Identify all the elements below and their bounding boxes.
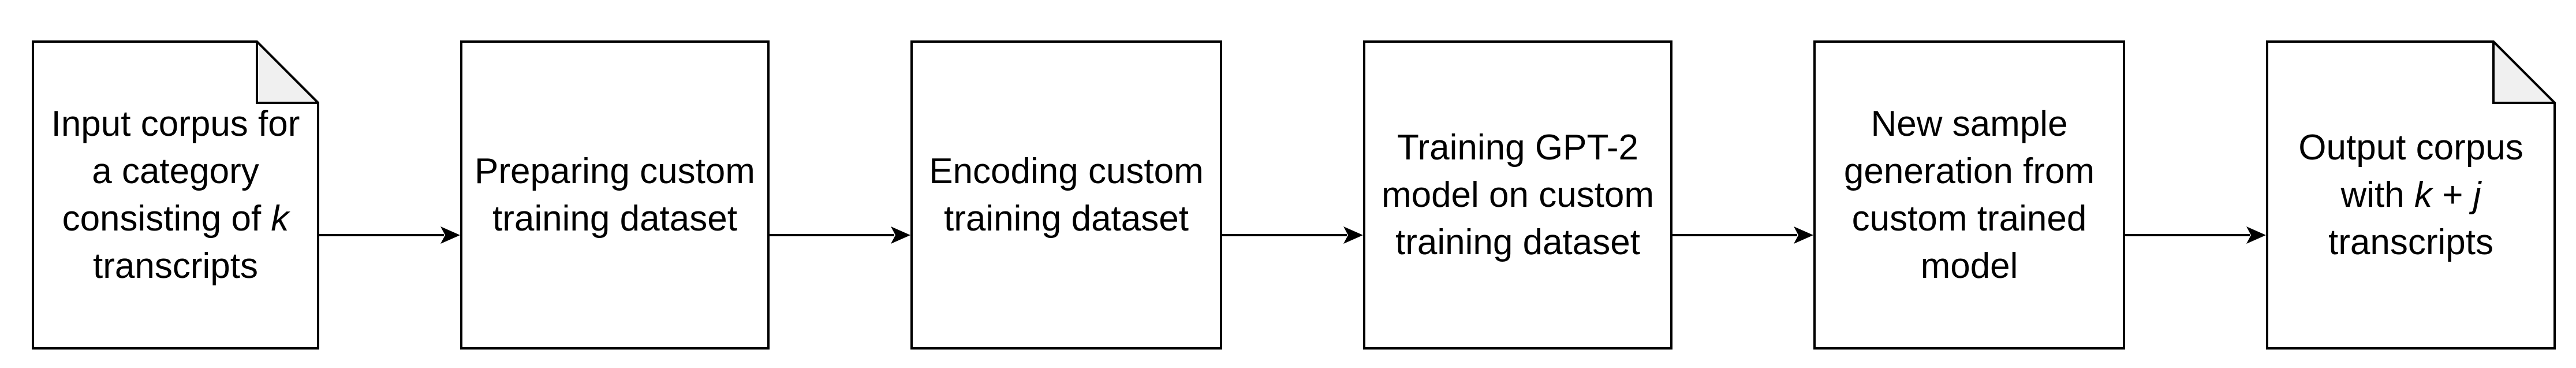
label-line: Input corpus for [35, 101, 316, 148]
label-text: Training GPT-2 [1397, 127, 1639, 168]
document-shape-icon [2266, 40, 2556, 350]
node-input-corpus-label: Input corpus for a category consisting o… [32, 101, 319, 290]
label-line: generation from [1819, 148, 2119, 195]
label-line: Training GPT-2 [1369, 124, 1667, 172]
arrow-encoding-to-training [1222, 222, 1363, 248]
label-line: a category [35, 148, 316, 195]
label-line: transcripts [35, 243, 316, 290]
node-output-corpus-label: Output corpus with k + j transcripts [2266, 124, 2556, 266]
node-output-corpus: Output corpus with k + j transcripts [2266, 40, 2556, 350]
label-text: Encoding custom [929, 151, 1204, 191]
label-line: Encoding custom [916, 148, 1216, 195]
arrow-icon [2125, 226, 2266, 244]
label-line: custom trained [1819, 195, 2119, 243]
label-line: consisting of k [35, 195, 316, 243]
label-text: model on custom [1381, 174, 1655, 215]
label-text: Input corpus for [51, 103, 300, 144]
node-sample-generation: New sample generation from custom traine… [1813, 40, 2125, 350]
label-line: Preparing custom [466, 148, 764, 195]
label-line: training dataset [466, 195, 764, 243]
node-sample-generation-label: New sample generation from custom traine… [1816, 101, 2123, 290]
label-text: Output corpus [2298, 127, 2523, 168]
label-line: training dataset [916, 195, 1216, 243]
arrow-icon [770, 226, 910, 244]
node-training-gpt2: Training GPT-2 model on custom training … [1363, 40, 1672, 350]
label-text: custom trained [1851, 198, 2087, 239]
label-line: model [1819, 243, 2119, 290]
label-line: with k + j [2269, 172, 2552, 219]
node-input-corpus: Input corpus for a category consisting o… [32, 40, 319, 350]
arrow-icon [319, 226, 460, 244]
label-line: New sample [1819, 101, 2119, 148]
arrow-icon [1222, 226, 1363, 244]
node-encoding-dataset: Encoding custom training dataset [910, 40, 1222, 350]
document-shape-icon [32, 40, 319, 350]
folded-corner-icon [256, 40, 319, 104]
label-text: a category [92, 151, 259, 191]
label-text: transcripts [93, 246, 258, 286]
label-var: k [2414, 174, 2433, 215]
node-encoding-dataset-label: Encoding custom training dataset [913, 148, 1220, 243]
label-text: transcripts [2328, 222, 2493, 262]
folded-corner-icon [2492, 40, 2556, 104]
label-text: training dataset [944, 198, 1189, 239]
label-text: with [2340, 174, 2415, 215]
arrow-training-to-generation [1672, 222, 1813, 248]
label-text: New sample [1871, 103, 2068, 144]
label-text: training dataset [492, 198, 737, 239]
label-text: Preparing custom [475, 151, 755, 191]
label-text: consisting of [62, 198, 271, 239]
label-var: j [2473, 174, 2481, 215]
arrow-input-to-preparing [319, 222, 460, 248]
label-line: Output corpus [2269, 124, 2552, 172]
label-text: + [2432, 174, 2473, 215]
label-var: k [271, 198, 289, 239]
label-text: training dataset [1395, 222, 1640, 262]
arrow-generation-to-output [2125, 222, 2266, 248]
arrow-icon [1672, 226, 1813, 244]
node-preparing-dataset: Preparing custom training dataset [460, 40, 770, 350]
node-preparing-dataset-label: Preparing custom training dataset [462, 148, 767, 243]
arrow-preparing-to-encoding [770, 222, 910, 248]
label-text: generation from [1843, 151, 2095, 191]
node-training-gpt2-label: Training GPT-2 model on custom training … [1365, 124, 1670, 266]
label-line: model on custom [1369, 172, 1667, 219]
label-line: training dataset [1369, 219, 1667, 266]
label-line: transcripts [2269, 219, 2552, 266]
label-text: model [1920, 246, 2018, 286]
